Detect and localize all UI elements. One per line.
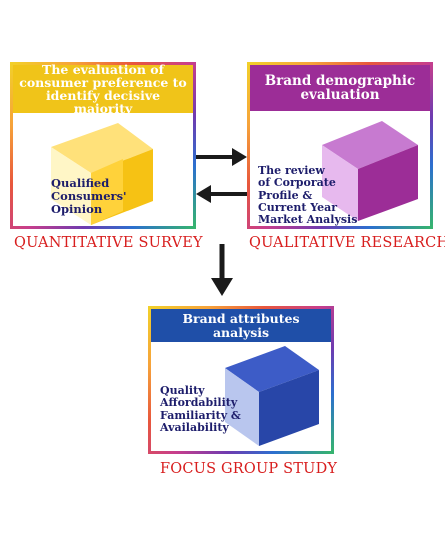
quantitative-header-text: The evaluation of consumer preference to…: [19, 61, 187, 117]
blue-cube-top: [225, 346, 319, 392]
label-line: Market Analysis: [258, 213, 358, 227]
focus-panel: Brand attributes analysis Quality Afford…: [148, 306, 334, 454]
quantitative-caption: QUANTITATIVE SURVEY: [14, 235, 203, 251]
yellow-cube-icon: [51, 123, 153, 225]
blue-cube-right: [259, 370, 319, 446]
yellow-cube-notch: [91, 159, 123, 225]
quantitative-label: Qualified Consumers' Opinion: [51, 177, 127, 216]
qualitative-label: The review of Corporate Profile & Curren…: [258, 164, 358, 227]
label-line: Consumers': [51, 188, 127, 203]
label-line: Opinion: [51, 201, 103, 216]
focus-header-text: Brand attributes analysis: [182, 311, 300, 340]
purple-cube-icon: [322, 121, 418, 221]
right-arrow-icon: [196, 148, 247, 166]
qualitative-header: Brand demographic evaluation: [250, 65, 430, 111]
quantitative-panel: The evaluation of consumer preference to…: [10, 62, 196, 229]
qualitative-header-text: Brand demographic evaluation: [264, 72, 416, 103]
purple-cube-top: [322, 121, 418, 169]
purple-cube-right: [358, 145, 418, 221]
yellow-cube-left: [51, 147, 91, 225]
label-line: of Corporate: [258, 176, 336, 190]
label-line: The review: [258, 164, 325, 177]
yellow-cube-top: [51, 123, 153, 173]
label-line: Profile &: [258, 188, 313, 202]
label-line: Qualified: [51, 176, 110, 190]
purple-cube-left: [322, 145, 358, 221]
down-arrow-icon: [211, 244, 233, 296]
label-line: Availability: [160, 420, 229, 434]
label-line: Affordability: [160, 396, 238, 410]
focus-label: Quality Affordability Familiarity & Avai…: [160, 384, 241, 434]
qualitative-panel: Brand demographic evaluation The review …: [247, 62, 433, 229]
focus-caption: FOCUS GROUP STUDY: [160, 461, 338, 477]
qualitative-caption: QUALITATIVE RESEARCH: [249, 235, 445, 251]
blue-cube-icon: [225, 346, 319, 446]
blue-cube-left: [225, 368, 259, 446]
label-line: Current Year: [258, 200, 338, 214]
quantitative-header: The evaluation of consumer preference to…: [13, 61, 193, 117]
focus-header: Brand attributes analysis: [151, 309, 331, 342]
label-line: Quality: [160, 384, 205, 397]
left-arrow-icon: [196, 185, 247, 203]
label-line: Familiarity &: [160, 408, 241, 422]
